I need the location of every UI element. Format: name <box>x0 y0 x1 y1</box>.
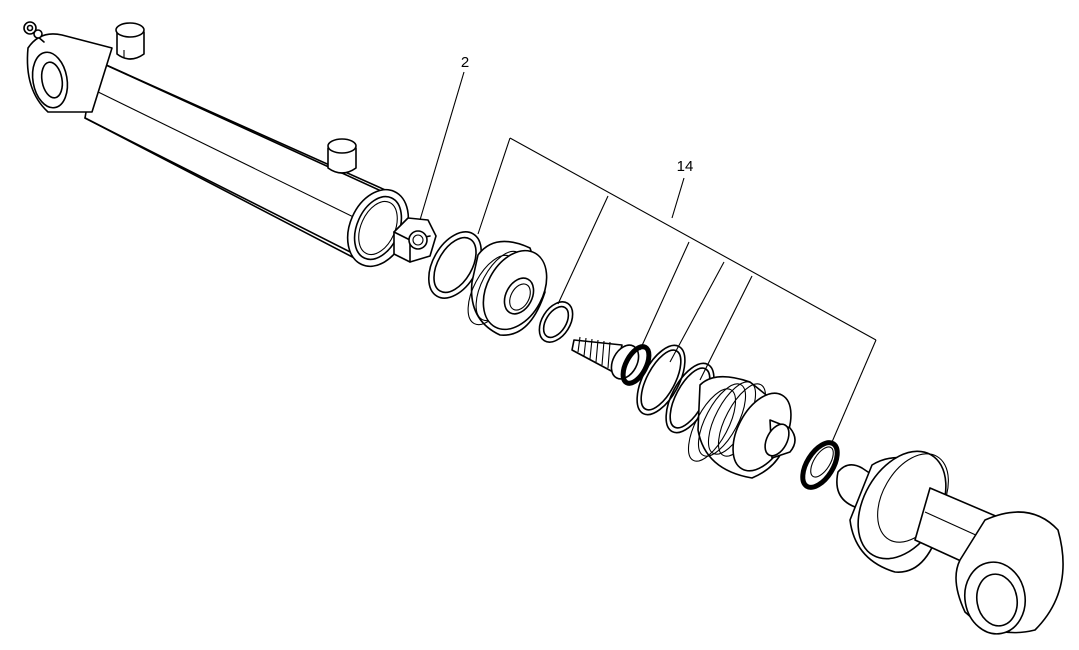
callout-number-nut: 2 <box>461 54 469 71</box>
piston-rod <box>836 450 1064 635</box>
small-o-ring <box>538 301 574 343</box>
callout-number-seal-kit: 14 <box>677 158 694 175</box>
hydraulic-port-boss <box>327 138 357 174</box>
piston-rod-end <box>571 336 652 386</box>
gland-head <box>467 240 548 336</box>
grease-nipple <box>23 21 45 43</box>
callout-leader-seal-kit <box>477 137 877 443</box>
piston <box>687 375 796 479</box>
cylinder-barrel <box>23 21 410 268</box>
hex-nut <box>393 217 437 263</box>
rod-seal <box>800 440 840 490</box>
hydraulic-port-boss <box>115 22 145 60</box>
callout-leader-nut <box>419 71 465 221</box>
